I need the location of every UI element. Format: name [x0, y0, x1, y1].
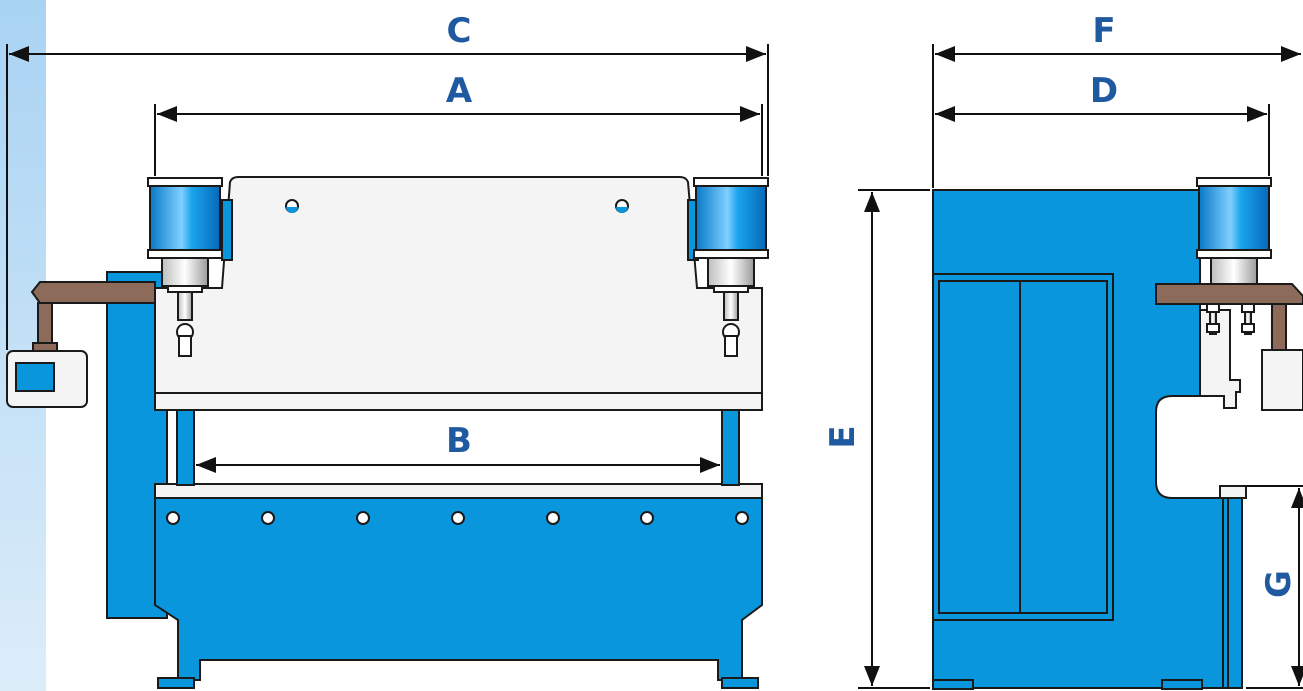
- front-control-arm: [30, 281, 156, 304]
- label-g: G: [1259, 570, 1299, 598]
- side-right-foot: [1161, 679, 1203, 690]
- side-arm: [1155, 283, 1303, 305]
- side-bed-lip: [1219, 485, 1247, 499]
- side-clamps: [1206, 303, 1255, 335]
- front-control-screen: [15, 362, 55, 392]
- front-dimension-lines: [6, 44, 769, 473]
- front-left-foot: [157, 677, 195, 689]
- front-lower-bed: [154, 496, 763, 681]
- front-view: [6, 176, 769, 689]
- front-bed-holes: [166, 511, 749, 525]
- side-backgauge-box: [1261, 349, 1303, 411]
- front-right-cylinder: [693, 177, 769, 357]
- front-ram-panel: [154, 176, 763, 411]
- side-cylinder: [1196, 177, 1272, 285]
- front-right-upright: [721, 409, 740, 486]
- side-left-foot: [932, 679, 974, 690]
- side-door-left: [938, 280, 1021, 614]
- side-view: [932, 177, 1303, 690]
- label-f: F: [1092, 11, 1115, 51]
- label-d: D: [1090, 71, 1118, 111]
- label-e: E: [823, 425, 863, 448]
- label-a: A: [446, 71, 473, 111]
- side-dimension-lines: [858, 44, 1303, 689]
- side-door-right: [1019, 280, 1108, 614]
- label-b: B: [446, 421, 472, 461]
- front-left-upright: [176, 409, 195, 486]
- front-bed-top-plate: [154, 483, 763, 499]
- label-c: C: [447, 11, 472, 51]
- front-right-foot: [721, 677, 759, 689]
- front-left-cylinder: [147, 177, 223, 357]
